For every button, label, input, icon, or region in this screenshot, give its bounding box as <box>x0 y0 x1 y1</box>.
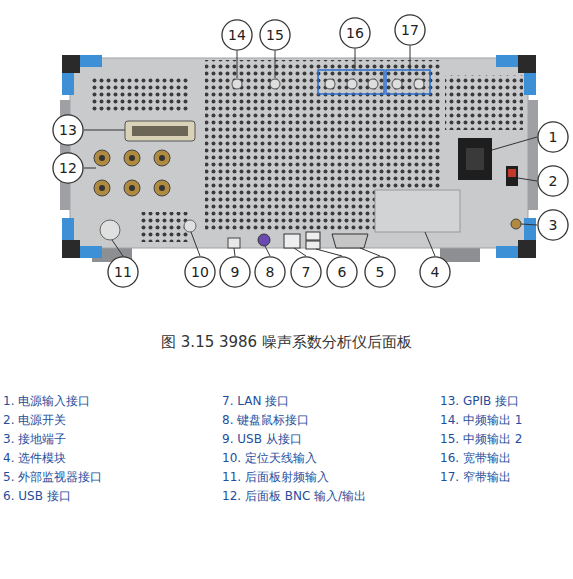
legend-item: 13. GPIB 接口 <box>440 393 519 410</box>
legend-item: 6. USB 接口 <box>3 488 71 505</box>
callout-circle: 15 <box>259 19 291 51</box>
callout-number: 10 <box>184 264 216 280</box>
callout-circle: 8 <box>254 256 286 288</box>
callout-number: 3 <box>537 217 569 233</box>
legend-item: 16. 宽带输出 <box>440 450 511 467</box>
callout-number: 5 <box>364 264 396 280</box>
callout-number: 9 <box>219 264 251 280</box>
legend-item: 4. 选件模块 <box>3 450 66 467</box>
callout-number: 17 <box>394 22 426 38</box>
callout-number: 11 <box>107 264 139 280</box>
callout-circle: 5 <box>364 256 396 288</box>
callout-number: 1 <box>537 129 569 145</box>
callout-circle: 3 <box>537 209 569 241</box>
legend-item: 1. 电源输入接口 <box>3 393 90 410</box>
legend-item: 2. 电源开关 <box>3 412 66 429</box>
callout-circle: 13 <box>52 114 84 146</box>
callout-circle: 12 <box>52 152 84 184</box>
callout-circle: 14 <box>221 19 253 51</box>
figure-caption: 图 3.15 3986 噪声系数分析仪后面板 <box>0 333 573 352</box>
callout-number: 13 <box>52 122 84 138</box>
callout-number: 8 <box>254 264 286 280</box>
legend-item: 15. 中频输出 2 <box>440 431 522 448</box>
callout-number: 6 <box>326 264 358 280</box>
legend-item: 17. 窄带输出 <box>440 469 511 486</box>
callout-number: 12 <box>52 160 84 176</box>
legend-item: 5. 外部监视器接口 <box>3 469 102 486</box>
legend-item: 14. 中频输出 1 <box>440 412 522 429</box>
callout-number: 4 <box>419 264 451 280</box>
legend-item: 7. LAN 接口 <box>222 393 289 410</box>
callout-circle: 9 <box>219 256 251 288</box>
legend-item: 9. USB 从接口 <box>222 431 302 448</box>
callout-number: 16 <box>339 25 371 41</box>
callout-number: 7 <box>290 264 322 280</box>
callout-circle: 2 <box>537 165 569 197</box>
callout-number: 15 <box>259 27 291 43</box>
callout-circle: 16 <box>339 17 371 49</box>
callout-circle: 4 <box>419 256 451 288</box>
callout-circle: 17 <box>394 14 426 46</box>
callout-number: 14 <box>221 27 253 43</box>
callout-circle: 10 <box>184 256 216 288</box>
legend-item: 8. 键盘鼠标接口 <box>222 412 309 429</box>
legend-item: 12. 后面板 BNC 输入/输出 <box>222 488 366 505</box>
callout-circle: 11 <box>107 256 139 288</box>
legend-item: 11. 后面板射频输入 <box>222 469 329 486</box>
callout-circle: 7 <box>290 256 322 288</box>
legend-item: 3. 接地端子 <box>3 431 66 448</box>
callout-number: 2 <box>537 173 569 189</box>
callout-circle: 6 <box>326 256 358 288</box>
legend-item: 10. 定位天线输入 <box>222 450 317 467</box>
callout-circle: 1 <box>537 121 569 153</box>
